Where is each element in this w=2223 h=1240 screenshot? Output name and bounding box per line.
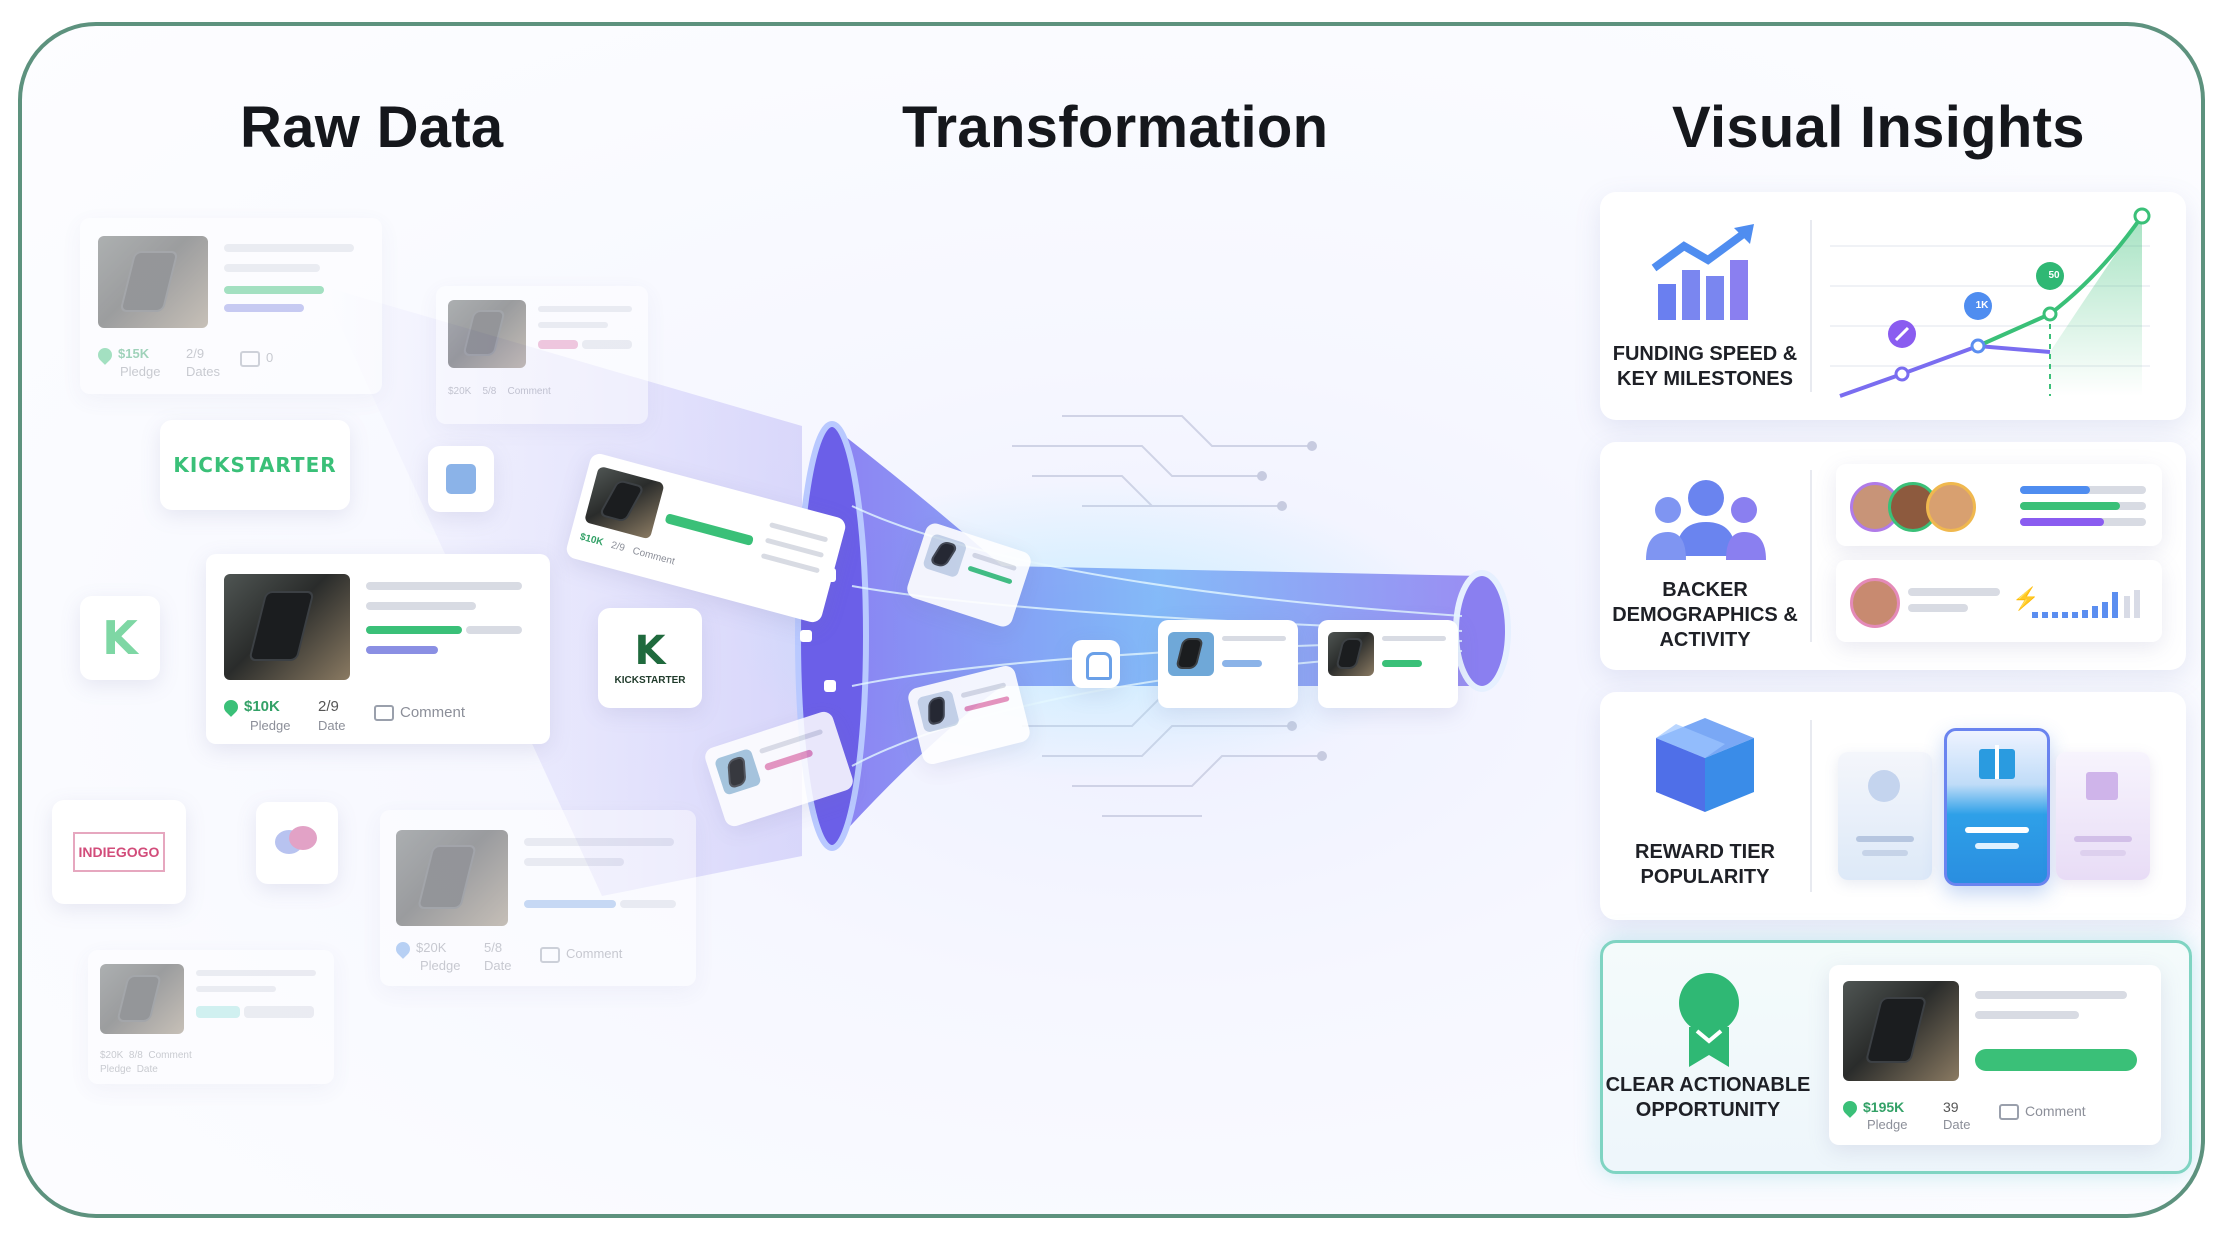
comment-icon [540,946,560,963]
backers-label: BACKER DEMOGRAPHICS & ACTIVITY [1612,579,1798,651]
opportunity-pledge: $195K [1863,1099,1905,1115]
raw-main-pledge: $10K [244,698,280,715]
opportunity-pledge-label: Pledge [1867,1117,1908,1132]
funnel-icon-tile [1072,640,1120,688]
diagram-frame: Raw Data Transformation Visual Insights [18,22,2205,1218]
heading-transformation: Transformation [902,95,1329,160]
globe-icon [1868,770,1900,802]
chat-bubbles-icon [275,826,319,860]
blue-square-tile [428,446,494,512]
activity-row: ⚡ [1836,560,2162,642]
indiegogo-logo: INDIEGOGO [72,832,166,872]
raw-top-left-pledge-label: Pledge [120,364,161,379]
people-group-icon [1646,480,1766,560]
data-dot [824,680,836,692]
panel-actionable-opportunity: CLEAR ACTIONABLE OPPORTUNITY $195K Pledg… [1600,940,2192,1174]
reward-tier-2-highlighted [1944,728,2050,886]
lightning-icon: ⚡ [2012,586,2040,611]
panel-reward-tiers: REWARD TIER POPULARITY [1600,692,2186,920]
raw-top-left-date-label: Dates [186,364,220,379]
opportunity-label: CLEAR ACTIONABLE OPPORTUNITY [1605,1074,1811,1121]
raw-main-pledge-label: Pledge [250,718,291,733]
milestone-1k-label: 1K [1975,300,1989,311]
comment-icon [1999,1104,2019,1121]
kickstarter-badge-label: KICKSTARTER [614,674,686,686]
raw-bottom-left-comment: Comment [148,1050,192,1061]
avatar [1850,578,1900,628]
raw-top-left-comment: 0 [266,350,274,365]
opportunity-comment: Comment [2025,1103,2086,1119]
raw-main-date-label: Date [318,718,346,733]
raw-card-top-left: $15K Pledge 2/9 Dates 0 [80,218,382,394]
raw-top-left-pledge: $15K [118,346,150,361]
raw-bottom-mid-date-label: Date [484,958,512,973]
box-icon [1656,718,1754,812]
reward-tier-3 [2056,752,2150,880]
funding-label: FUNDING SPEED & KEY MILESTONES [1612,343,1798,390]
opportunity-date-label: Date [1943,1117,1971,1132]
bag-icon [2086,772,2118,800]
raw-bottom-left-pledge: $20K [100,1050,124,1061]
activity-sparkline [2032,590,2140,618]
rewards-label: REWARD TIER POPULARITY [1635,841,1775,888]
funding-line-chart [1830,207,2151,398]
funnel-card-3 [1158,620,1298,708]
raw-card-bottom-mid: $20K Pledge 5/8 Date Comment [380,810,696,986]
raw-bottom-mid-pledge: $20K [416,940,447,955]
raw-main-date: 2/9 [318,698,339,715]
comment-icon [374,705,394,722]
kickstarter-badge-tile: K KICKSTARTER [598,608,702,708]
data-dot [800,630,812,642]
raw-main-comment: Comment [400,704,466,721]
kickstarter-k-tile: K [80,596,160,680]
funnel-cone [832,426,1482,846]
raw-card-main: $10K Pledge 2/9 Date Comment [206,554,550,744]
heading-raw-data: Raw Data [240,95,504,160]
square-icon [446,464,476,494]
chat-bubbles-tile [256,802,338,884]
heading-visual-insights: Visual Insights [1672,95,2085,160]
kickstarter-badge-k-icon: K [634,627,666,674]
raw-card-bottom-left: $20K 8/8 Comment Pledge Date [88,950,334,1084]
data-dot [822,568,836,582]
milestone-50-label: 50 [2048,270,2060,281]
panel-backer-demographics: BACKER DEMOGRAPHICS & ACTIVITY ⚡ [1600,442,2186,670]
raw-bottom-left-date-label: Date [136,1064,158,1075]
funnel-card-4 [1318,620,1458,708]
raw-bottom-mid-pledge-label: Pledge [420,958,461,973]
opportunity-date: 39 [1943,1099,1959,1115]
panel-funding-speed: FUNDING SPEED & KEY MILESTONES 1K 50 [1600,192,2186,420]
logo-kickstarter-tile: KICKSTARTER [160,420,350,510]
raw-bottom-mid-comment: Comment [566,946,623,961]
raw-bottom-left-pledge-label: Pledge [100,1064,132,1075]
reward-tier-1 [1838,752,1932,880]
avatar [1926,482,1976,532]
comment-icon [240,350,260,367]
kickstarter-logo: KICKSTARTER [173,453,337,477]
demographics-row [1836,464,2162,546]
raw-top-left-date: 2/9 [186,346,205,361]
raw-bottom-mid-date: 5/8 [484,940,503,955]
award-ribbon-icon [1679,973,1739,1067]
indiegogo-tile: INDIEGOGO [52,800,186,904]
tube-end [1453,570,1511,692]
opportunity-project-card: $195K Pledge 39 Date Comment [1829,965,2161,1145]
rising-bars-icon [1651,224,1754,320]
raw-card-top-mid: $20K 5/8 Comment [436,286,648,424]
kickstarter-k-icon: K [102,611,138,665]
raw-bottom-left-date: 8/8 [128,1050,143,1061]
incoming-data-stream [322,286,802,896]
